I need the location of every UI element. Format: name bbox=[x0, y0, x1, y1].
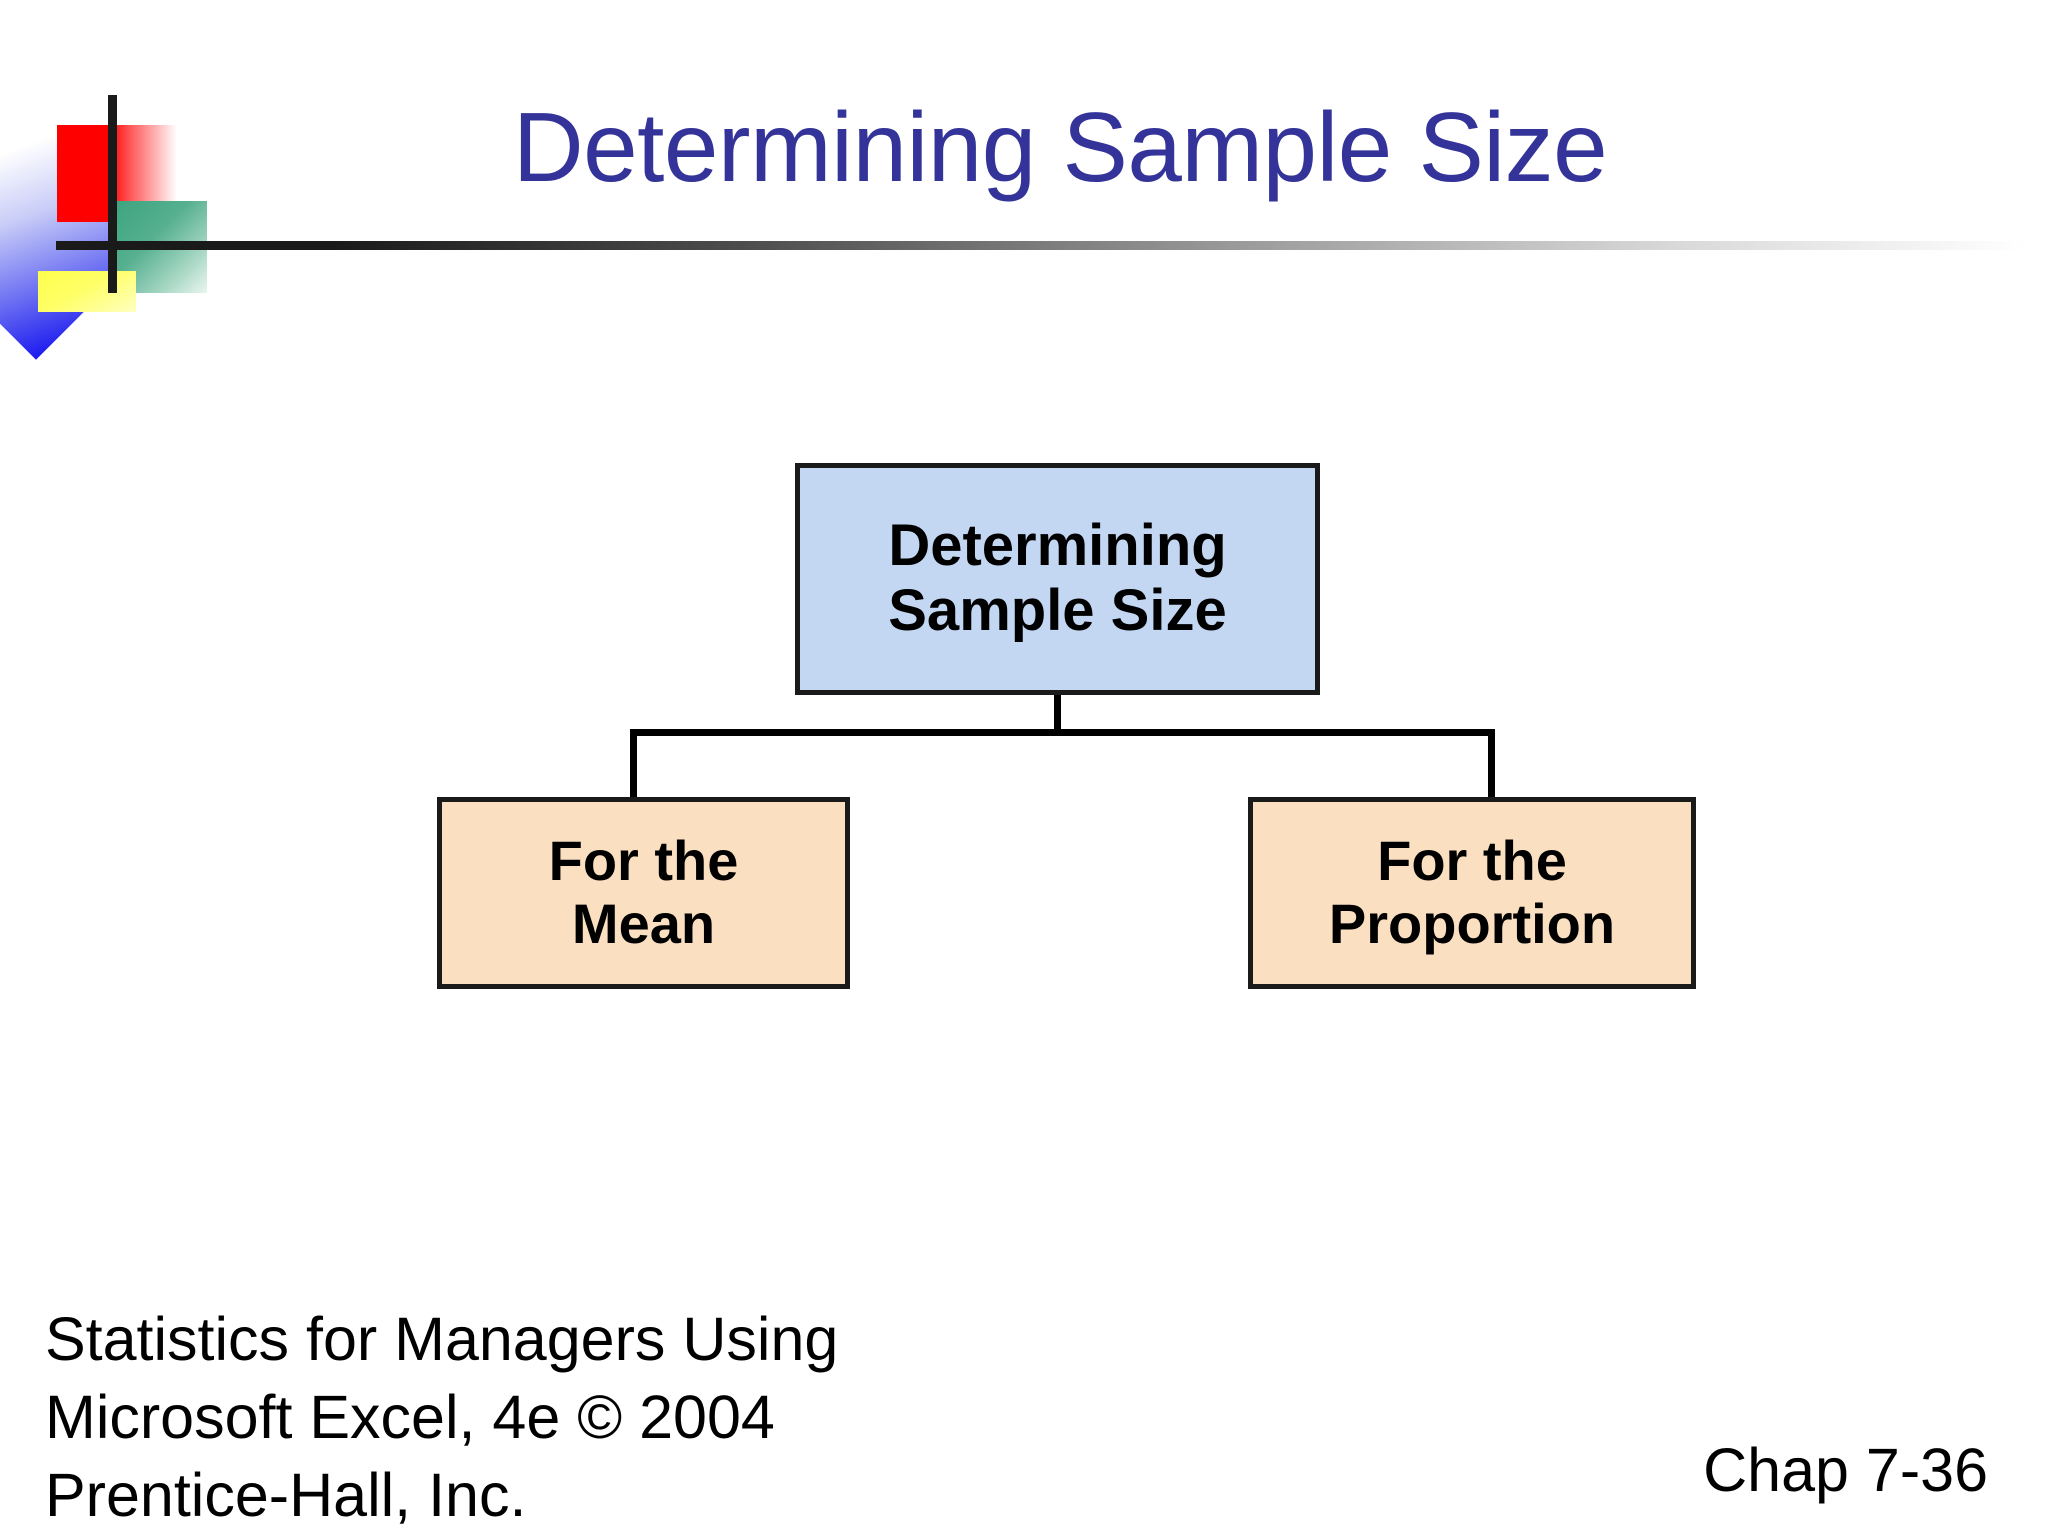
node-for-the-proportion[interactable]: For the Proportion bbox=[1248, 797, 1696, 989]
footer-credit: Statistics for Managers Using Microsoft … bbox=[45, 1305, 839, 1530]
node-label-line2: Sample Size bbox=[888, 578, 1227, 643]
connector-horizontal-bar bbox=[630, 729, 1495, 736]
node-label-line2: Mean bbox=[571, 892, 716, 955]
title-rule bbox=[56, 241, 2026, 250]
node-label-line1: For the bbox=[548, 829, 739, 893]
crosshair-vertical-overlay-icon bbox=[108, 95, 117, 293]
page-title: Determining Sample Size bbox=[512, 92, 1608, 202]
node-for-the-mean[interactable]: For the Mean bbox=[437, 797, 850, 989]
node-label-line2: Proportion bbox=[1328, 892, 1616, 955]
decorative-corner-logo bbox=[0, 95, 2026, 360]
node-determining-sample-size[interactable]: Determining Sample Size bbox=[795, 463, 1320, 695]
connector-left-drop bbox=[630, 729, 637, 799]
connector-stem bbox=[1054, 695, 1061, 735]
node-label-line1: Determining bbox=[888, 513, 1227, 579]
node-label-line1: For the bbox=[1377, 829, 1567, 893]
yellow-square-icon bbox=[38, 271, 136, 312]
chapter-number: Chap 7-36 bbox=[1703, 1436, 1988, 1504]
connector-right-drop bbox=[1488, 729, 1495, 799]
